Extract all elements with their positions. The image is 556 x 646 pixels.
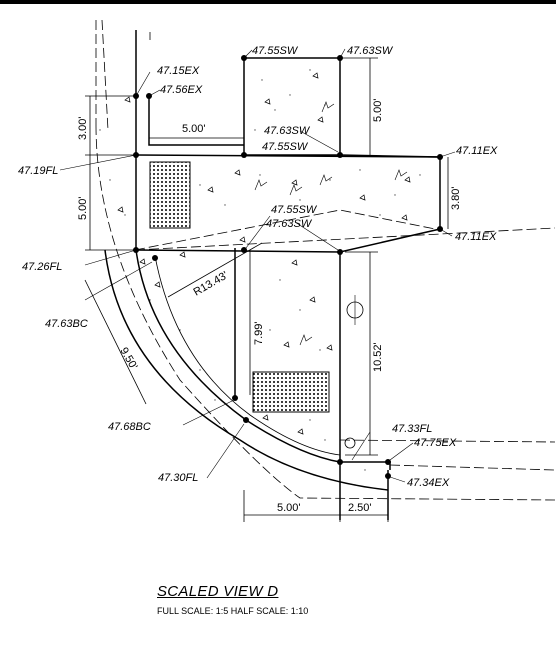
tactile-pad-upper [149,161,191,229]
label-47-63sw-low: 47.63SW [266,218,313,230]
label-47-55sw-low: 47.55SW [271,204,318,216]
view-scale-note: FULL SCALE: 1:5 HALF SCALE: 1:10 [157,606,309,616]
label-47-33fl: 47.33FL [392,423,432,435]
dim-3-80: 3.80' [450,186,462,210]
label-47-56ex: 47.56EX [160,84,203,96]
slope-marks [254,101,408,346]
concrete-stipple [99,69,421,486]
label-47-11ex-top: 47.11EX [456,145,498,157]
label-47-68bc: 47.68BC [108,421,151,433]
dim-7-99: 7.99' [253,321,265,345]
label-47-75ex: 47.75EX [414,437,457,449]
leader-lines [59,48,456,483]
curb-inner-line [154,255,341,456]
label-47-63sw-top: 47.63SW [347,45,394,57]
view-title: SCALED VIEW D [157,583,279,600]
centerline-marker [344,437,356,449]
label-47-11ex-low: 47.11EX [455,231,497,243]
dim-5-00-right: 5.00' [372,98,384,122]
dim-10-52: 10.52' [372,342,384,372]
label-47-15ex: 47.15EX [157,65,200,77]
label-47-34ex: 47.34EX [407,477,450,489]
label-47-55sw-mid: 47.55SW [262,141,309,153]
label-47-55sw-top: 47.55SW [252,45,299,57]
dim-3-00: 3.00' [77,116,89,140]
dim-5-00-left: 5.00' [77,196,89,220]
label-47-30fl: 47.30FL [158,472,198,484]
existing-dashed-lines [95,19,556,501]
dim-2-50: 2.50' [348,502,372,514]
tactile-pad-lower [252,371,330,413]
elevation-points [133,55,443,479]
label-47-63bc: 47.63BC [45,318,88,330]
dim-5-00-top: 5.00' [182,123,206,135]
label-47-63sw-mid: 47.63SW [264,125,311,137]
top-border [0,0,556,4]
dim-r13-43: R13.43' [192,269,231,298]
label-47-26fl: 47.26FL [22,261,62,273]
dimension-lines [84,57,449,522]
label-47-19fl: 47.19FL [18,165,58,177]
dim-5-00-bottom: 5.00' [277,502,301,514]
stipple-triangles [117,72,411,435]
concrete-outlines [104,30,441,520]
dim-9-50: 9.50' [117,346,139,372]
